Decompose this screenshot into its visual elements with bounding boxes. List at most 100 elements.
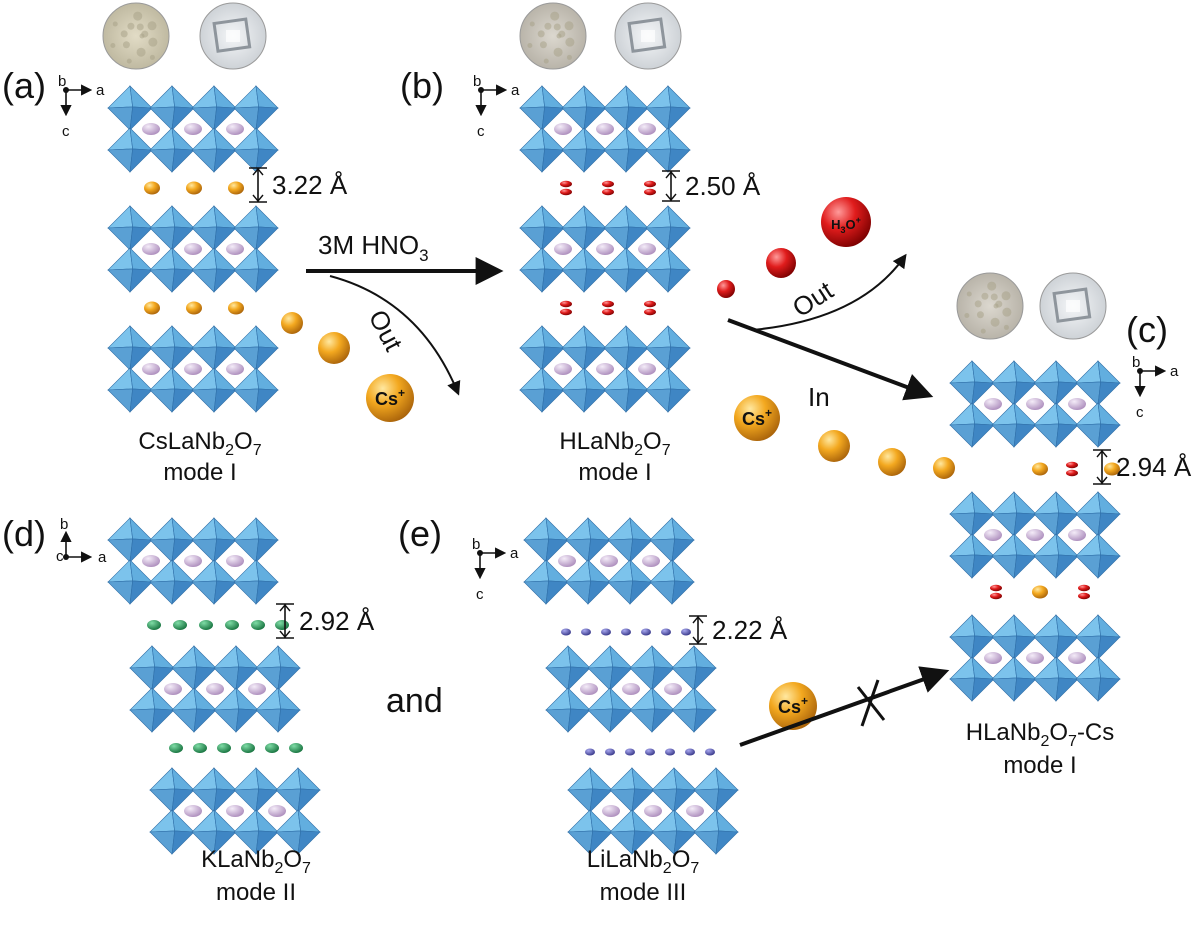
octahedron-face <box>255 767 279 791</box>
cs-atom <box>1032 585 1048 599</box>
octahedron-face <box>561 268 587 293</box>
la-atom <box>596 363 614 375</box>
octahedron-face <box>255 226 279 251</box>
cs-ion-label: Cs+ <box>742 406 772 429</box>
li-atom <box>641 628 651 636</box>
octahedron-face <box>1097 491 1121 515</box>
cs-ion-labeled <box>366 374 414 422</box>
octahedron-face <box>171 517 195 541</box>
octahedron-face <box>567 645 591 669</box>
octahedron-face <box>693 830 719 855</box>
octahedron-face <box>541 85 565 109</box>
octahedron-face <box>629 517 653 541</box>
octahedron-face <box>1033 614 1059 638</box>
octahedron-face <box>255 538 279 563</box>
octahedron-face <box>255 85 279 109</box>
octahedron-face <box>193 708 217 733</box>
h-atom <box>560 300 572 308</box>
octahedron-face <box>587 580 611 605</box>
powder-grain <box>148 37 158 47</box>
octahedron-face <box>567 708 591 733</box>
octahedron-face <box>603 268 629 293</box>
octahedron-face <box>129 205 153 229</box>
octahedron-face <box>583 268 607 293</box>
h-atom <box>602 308 614 316</box>
powder-grain <box>981 292 989 300</box>
octahedron-face <box>949 677 975 702</box>
octahedron-face <box>629 645 655 669</box>
octahedron-face <box>603 325 629 349</box>
octahedron-face <box>519 85 545 109</box>
octahedron-face <box>651 767 677 791</box>
la-atom <box>638 123 656 135</box>
h-atom <box>644 180 656 188</box>
octahedron-face <box>971 512 995 537</box>
spacing-tip <box>279 630 291 639</box>
octahedron-face <box>213 830 237 855</box>
la-atom <box>686 805 704 817</box>
blocked-arrow <box>739 666 950 747</box>
octahedron-face <box>213 226 237 251</box>
octahedron-face <box>587 645 613 669</box>
octahedron-face <box>629 538 653 563</box>
la-atom <box>142 555 160 567</box>
octahedron-face <box>629 580 653 605</box>
octahedron-face <box>603 85 629 109</box>
octahedron-face <box>1097 533 1121 557</box>
octahedron-face <box>233 388 259 413</box>
octahedron-face <box>625 205 649 229</box>
octahedron-face <box>233 205 259 229</box>
powder-grain <box>990 293 998 301</box>
octahedron-face <box>193 666 217 691</box>
octahedron-face <box>1055 554 1079 579</box>
interlayer-c1 <box>1032 461 1120 477</box>
octahedron-face <box>673 830 697 855</box>
powder-grain <box>126 58 132 64</box>
layer-c1 <box>949 360 1121 448</box>
spacing-tip <box>1096 476 1108 485</box>
crystal-highlight <box>226 30 240 42</box>
octahedron-face <box>129 226 153 251</box>
crystal-highlight <box>1066 300 1080 312</box>
octahedron-face <box>631 830 655 855</box>
octahedron-face <box>171 830 195 855</box>
octahedron-face <box>609 666 633 691</box>
octahedron-face <box>583 148 607 173</box>
octahedron-face <box>191 205 217 229</box>
cs-charge: + <box>765 406 772 420</box>
axis-v-label: c <box>477 123 485 140</box>
octahedron-face <box>1013 554 1037 579</box>
octahedron-face <box>625 268 649 293</box>
octahedron-face <box>1097 360 1121 384</box>
axis-out-label: b <box>472 536 480 553</box>
la-atom <box>184 555 202 567</box>
octahedron-face <box>255 247 279 271</box>
octahedron-face <box>949 533 975 557</box>
octahedron-face <box>541 325 565 349</box>
octahedron-face <box>171 106 195 131</box>
h-atom <box>644 188 656 196</box>
powder-grain <box>112 21 118 27</box>
formula-c: HLaNb2O7-Cs <box>966 719 1115 750</box>
octahedron-face <box>645 148 671 173</box>
la-atom <box>600 555 618 567</box>
octahedron-face <box>541 226 565 251</box>
octahedron-face <box>991 554 1017 579</box>
octahedron-face <box>583 205 607 229</box>
axis-origin <box>63 87 69 93</box>
powder-grain <box>553 23 561 31</box>
octahedron-face <box>1013 677 1037 702</box>
octahedron-face <box>693 708 717 733</box>
octahedron-face <box>561 325 587 349</box>
la-atom <box>554 363 572 375</box>
octahedron-face <box>193 645 217 669</box>
powder-grain <box>966 291 972 297</box>
interlayer-c2 <box>990 584 1090 600</box>
octahedron-face <box>519 346 545 371</box>
octahedron-face <box>129 148 153 173</box>
octahedron-face <box>607 580 633 605</box>
interlayer-b2 <box>560 300 656 316</box>
octahedron-face <box>107 367 133 391</box>
k-atom <box>275 620 289 630</box>
